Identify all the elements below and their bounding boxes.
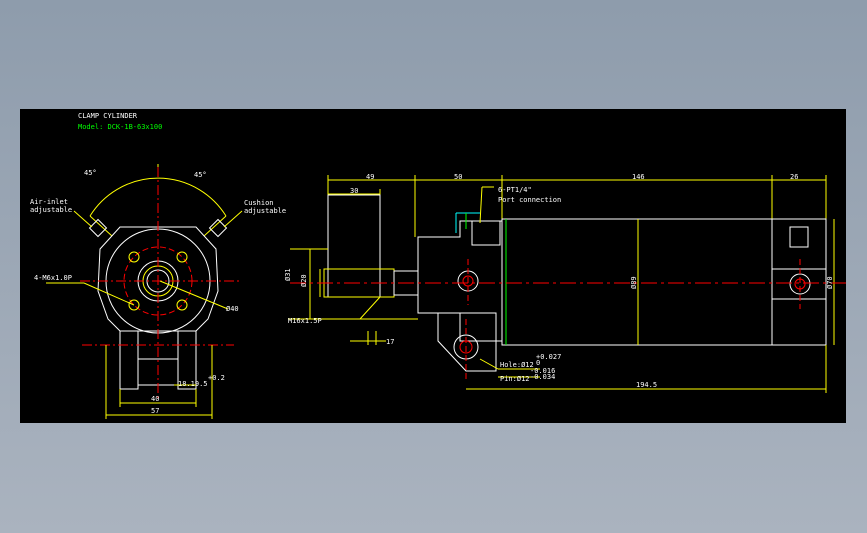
angle-left-label: 45° xyxy=(84,169,97,177)
pin-tol: -0.016 xyxy=(530,367,555,375)
end-dia-label: Ø40 xyxy=(226,305,239,313)
dim-57-label: 57 xyxy=(151,407,159,415)
cushion-label-1: Cushion xyxy=(244,199,274,207)
cushion-label-2: adjustable xyxy=(244,207,286,215)
hole-tol-2: 0 xyxy=(536,359,540,367)
clevis-block xyxy=(437,312,497,372)
dim-26-label: 26 xyxy=(790,173,798,181)
dim-30-label: 30 xyxy=(350,187,358,195)
side-view xyxy=(288,175,846,393)
clevis-leg-right xyxy=(177,330,197,390)
port-label-2: Port connection xyxy=(498,196,561,204)
cushion-knob xyxy=(208,218,228,238)
dim-18-label: 18.19.5 xyxy=(178,380,208,388)
pin-tol-2: -0.034 xyxy=(530,373,555,381)
dim-146-label: 146 xyxy=(632,173,645,181)
dia-89-label: Ø89 xyxy=(630,276,638,289)
hole-label: Hole:Ø12 xyxy=(500,361,534,369)
dim-40-label: 40 xyxy=(151,395,159,403)
bolt-hole-bl xyxy=(128,299,140,311)
angle-left-ray xyxy=(89,215,113,237)
angle-arc xyxy=(89,177,227,217)
bolt-hole-tl xyxy=(128,251,140,263)
air-inlet-label-2: adjustable xyxy=(30,206,72,214)
dia-31-label: Ø31 xyxy=(284,268,292,281)
dim-49-label: 49 xyxy=(366,173,374,181)
angle-right-ray xyxy=(203,215,227,237)
rod-thread-label: M16x1.5P xyxy=(288,317,322,325)
title-line1: CLAMP CYLINDER xyxy=(78,112,138,120)
clevis-leg-left xyxy=(119,330,139,390)
rod-end-block xyxy=(327,194,381,298)
bolt-hole-tr xyxy=(176,251,188,263)
port-fitting xyxy=(471,220,501,246)
dim-50-label: 50 xyxy=(454,173,462,181)
front-head xyxy=(417,220,503,342)
drawing-canvas: CLAMP CYLINDER Model: DCK-1B-63x100 xyxy=(30,112,846,419)
left-end-view xyxy=(46,164,243,419)
air-inlet-knob xyxy=(88,218,108,238)
rear-fitting xyxy=(789,226,809,248)
dia-70-label: Ø70 xyxy=(826,276,834,289)
pin-label: Pin:Ø12 xyxy=(500,375,530,383)
dim-18-tol: +0.2 xyxy=(208,374,225,382)
hole-tol: +0.027 xyxy=(536,353,561,361)
air-inlet-label-1: Air-inlet xyxy=(30,198,68,206)
bolt-hole-br xyxy=(176,299,188,311)
port-label-1: 6-PT1/4" xyxy=(498,186,532,194)
dia-20-label: Ø20 xyxy=(300,274,308,287)
dim-194-label: 194.5 xyxy=(636,381,657,389)
thread-label: 4-M6x1.0P xyxy=(34,274,72,282)
angle-right-label: 45° xyxy=(194,171,207,179)
dim-17-label: 17 xyxy=(386,338,394,346)
title-line2: Model: DCK-1B-63x100 xyxy=(78,123,162,131)
rear-cap xyxy=(771,218,827,346)
cad-drawing-viewport[interactable]: CLAMP CYLINDER Model: DCK-1B-63x100 xyxy=(20,109,846,423)
